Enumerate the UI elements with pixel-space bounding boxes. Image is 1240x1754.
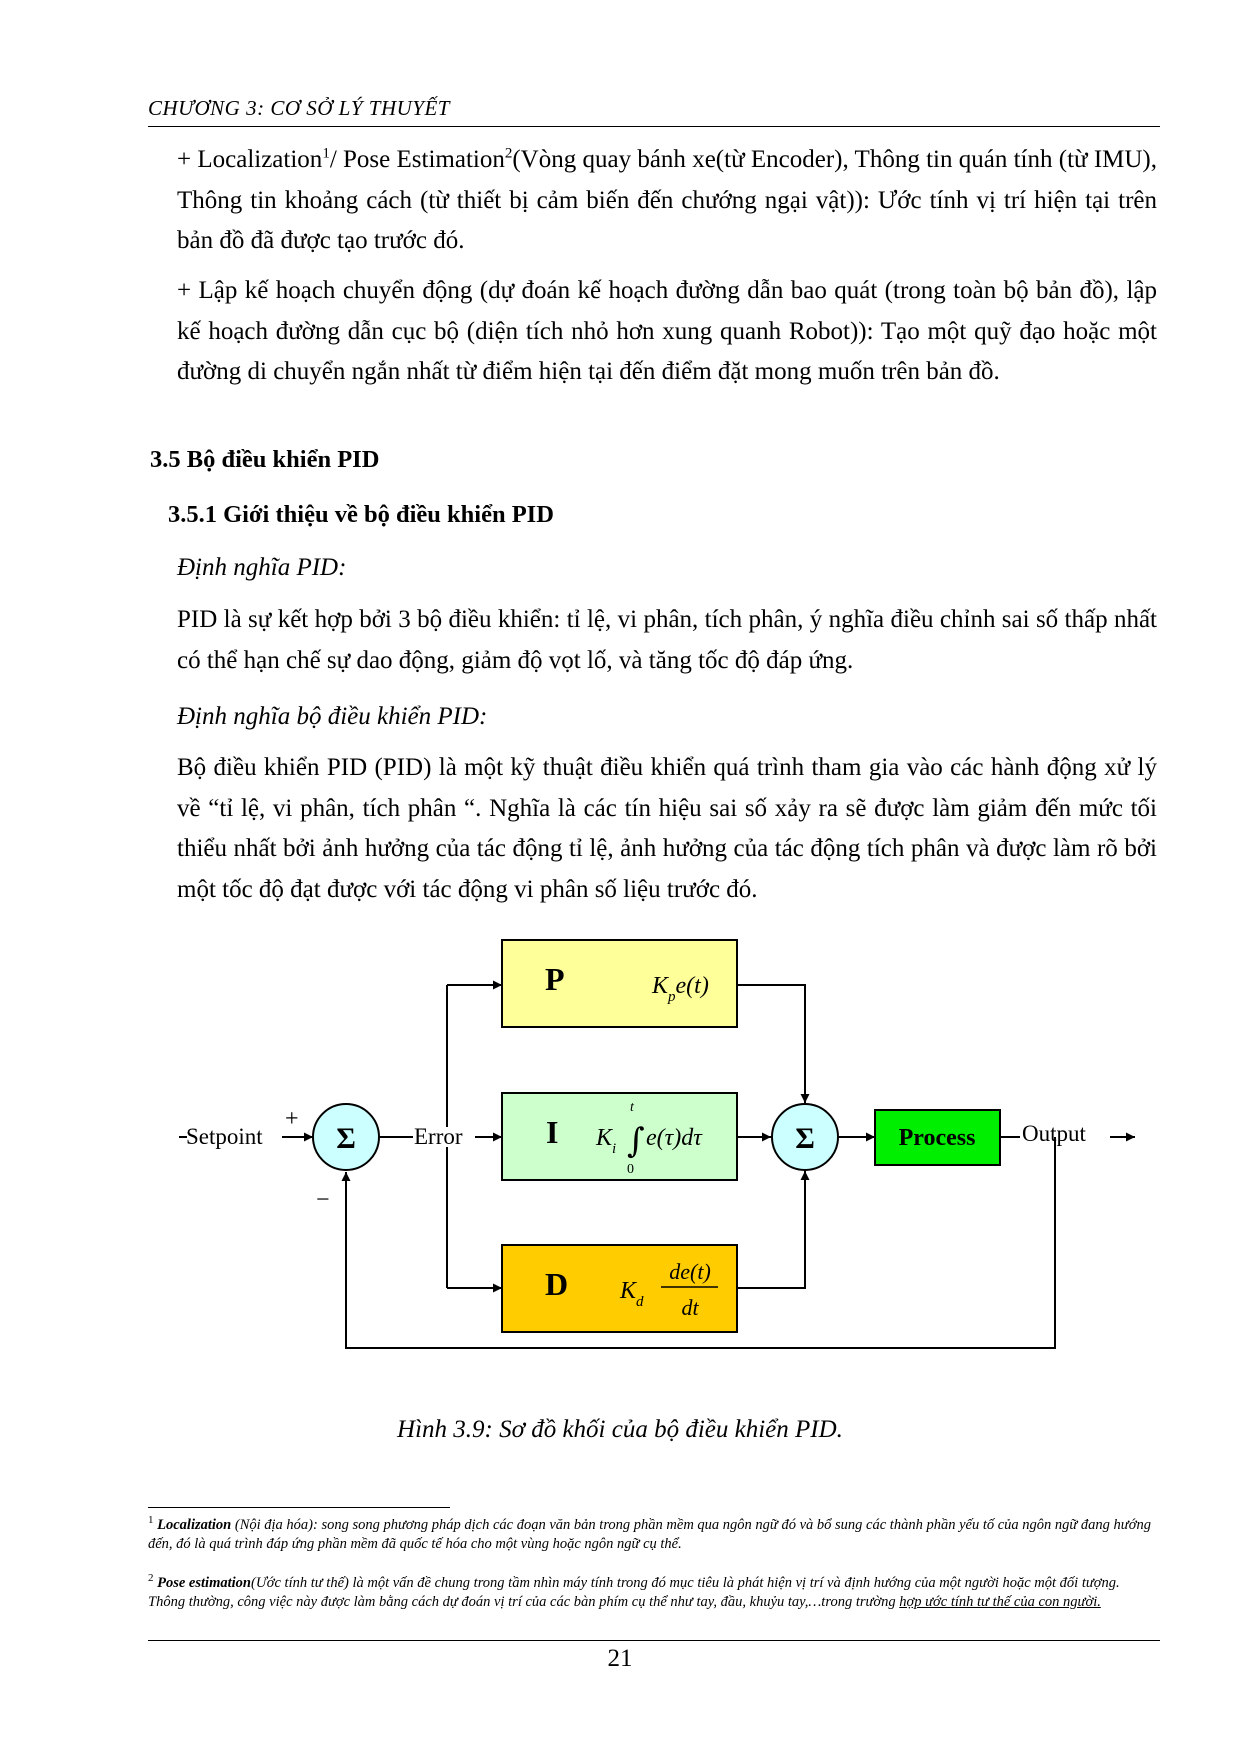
footnote-2: 2 Pose estimation(Ước tính tư thế) là mộ… xyxy=(148,1572,1160,1612)
section-heading: 3.5 Bộ điều khiển PID xyxy=(150,446,380,473)
output-label: Output xyxy=(1022,1121,1087,1146)
integral-lower: 0 xyxy=(627,1162,634,1177)
footnote-2-term: Pose estimation xyxy=(157,1575,251,1591)
p-to-sum2-arrow xyxy=(737,984,810,1103)
footnote-1-text: (Nội địa hóa): song song phương pháp dịc… xyxy=(148,1517,1151,1552)
minus-sign: − xyxy=(316,1187,330,1213)
footnote-rule xyxy=(148,1507,450,1508)
sum2-circle xyxy=(771,1103,839,1171)
sum2-symbol: Σ xyxy=(795,1122,815,1155)
paragraph-pid-intro: PID là sự kết hợp bởi 3 bộ điều khiển: t… xyxy=(177,606,1157,674)
integral-upper: t xyxy=(630,1100,635,1115)
d-gain: Kd xyxy=(619,1278,644,1310)
paragraph-pid-controller: Bộ điều khiển PID (PID) là một kỹ thuật … xyxy=(177,754,1157,903)
definition-controller-label: Định nghĩa bộ điều khiển PID: xyxy=(177,703,488,730)
footnote-ref-2[interactable]: 2 xyxy=(504,145,513,162)
setpoint-label: Setpoint xyxy=(186,1124,263,1149)
integral-sign: ∫ xyxy=(627,1121,645,1161)
d-to-sum2-arrow xyxy=(737,1171,810,1289)
plus-sign: + xyxy=(285,1106,299,1132)
figure-caption: Hình 3.9: Sơ đồ khối của bộ điều khiển P… xyxy=(397,1416,843,1443)
d-letter: D xyxy=(545,1266,568,1302)
p-gain: Kpe(t) xyxy=(651,973,709,1005)
footnote-2-underlined-text: hợp ước tính tư thế của con người. xyxy=(899,1594,1101,1610)
d-block xyxy=(501,1244,738,1333)
d-denominator: dt xyxy=(681,1295,699,1320)
text-pose-estimation: / Pose Estimation xyxy=(329,146,505,173)
subsection-heading: 3.5.1 Giới thiệu về bộ điều khiển PID xyxy=(168,501,554,528)
footnote-2-number: 2 xyxy=(148,1572,154,1585)
chapter-header: CHƯƠNG 3: CƠ SỞ LÝ THUYẾT xyxy=(148,96,450,120)
text-localization-body: (Vòng quay bánh xe(từ Encoder), Thông ti… xyxy=(177,146,1158,254)
i-block xyxy=(501,1092,738,1181)
footnote-2-text: (Ước tính tư thế) là một vấn đề chung tr… xyxy=(148,1575,1120,1610)
paragraph-motion-planning: + Lập kế hoạch chuyển động (dự đoán kế h… xyxy=(177,277,1157,385)
error-label: Error xyxy=(414,1124,463,1149)
i-expression: e(τ)dτ xyxy=(646,1125,703,1151)
pid-block-diagram: Σ Σ Setpoint + − Error Output P Kpe(t) I… xyxy=(179,939,1135,1349)
bottom-rule xyxy=(148,1640,1160,1641)
p-block xyxy=(501,939,738,1028)
header-rule xyxy=(148,126,1160,127)
page-number: 21 xyxy=(607,1645,633,1672)
paragraph-localization: + Localization1/ Pose Estimation2(Vòng q… xyxy=(177,140,1157,262)
footnote-1: 1 Localization (Nội địa hóa): song song … xyxy=(148,1514,1160,1554)
p-letter: P xyxy=(545,961,565,997)
text-localization: + Localization xyxy=(177,146,323,173)
i-letter: I xyxy=(546,1114,558,1150)
definition-pid-label: Định nghĩa PID: xyxy=(177,554,347,581)
d-numerator: de(t) xyxy=(669,1259,711,1284)
sum1-symbol: Σ xyxy=(336,1122,356,1155)
footnote-1-term: Localization xyxy=(157,1517,232,1533)
footnote-ref-1[interactable]: 1 xyxy=(322,145,330,162)
feedback-arrow xyxy=(341,1137,1056,1349)
process-label: Process xyxy=(899,1125,976,1151)
footnote-1-number: 1 xyxy=(148,1514,154,1527)
process-block xyxy=(874,1109,1001,1166)
sum1-circle xyxy=(312,1103,380,1171)
i-gain: Ki xyxy=(595,1125,616,1157)
